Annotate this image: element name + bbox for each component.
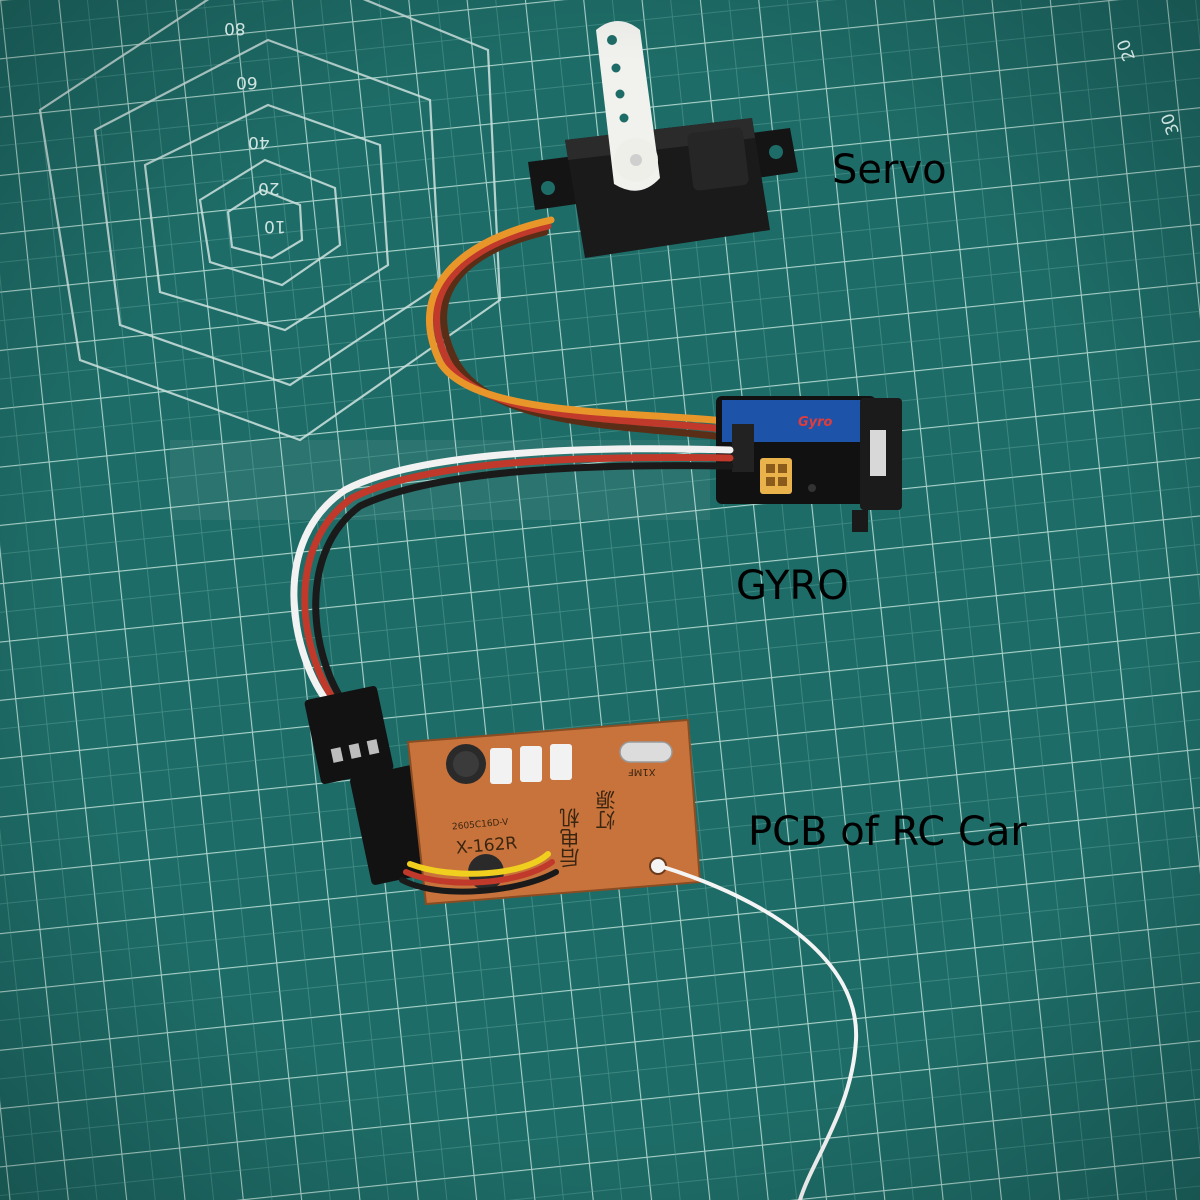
mat-number-60: 60: [236, 72, 258, 92]
pcb-label: PCB of RC Car: [748, 809, 1027, 855]
pcb-crystal-label: X1MF: [628, 766, 656, 777]
pcb-chinese-text-light: 灯源: [595, 790, 619, 830]
mat-number-10: 10: [264, 216, 286, 236]
gyro-logo: Gyro: [798, 415, 833, 430]
servo-label: Servo: [832, 147, 947, 193]
mat-number-80: 80: [224, 18, 246, 38]
mat-number-20: 20: [258, 178, 280, 198]
mat-number-40: 40: [248, 132, 270, 152]
gyro-label: GYRO: [736, 563, 849, 609]
pcb-chinese-text-motor: 后电机: [559, 808, 583, 868]
